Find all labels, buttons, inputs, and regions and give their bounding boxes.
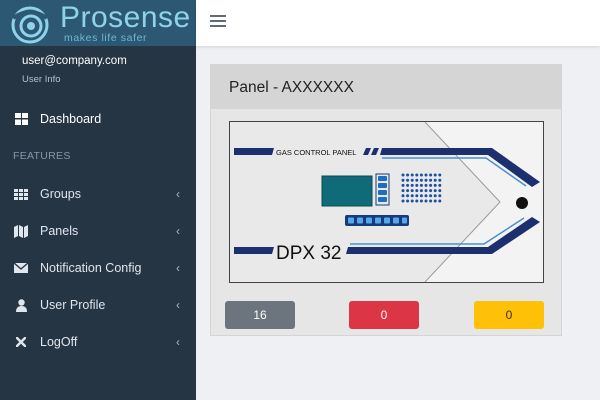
- led-dot: [406, 173, 410, 177]
- count-button-gray[interactable]: 16: [225, 301, 295, 329]
- led-dot: [415, 189, 419, 193]
- led-dot: [410, 189, 414, 193]
- device-header-text: GAS CONTROL PANEL: [276, 148, 356, 157]
- hamburger-icon[interactable]: [210, 14, 226, 28]
- led-dot: [433, 199, 437, 203]
- led-dot: [429, 178, 433, 182]
- features-section-label: FEATURES: [13, 150, 71, 162]
- led-dot: [410, 183, 414, 187]
- sidebar-item-label: User Profile: [40, 298, 106, 312]
- prosense-logo-icon: [11, 6, 49, 44]
- count-button-yellow[interactable]: 0: [474, 301, 544, 329]
- sidebar-item-label: LogOff: [40, 335, 78, 349]
- led-dot: [429, 183, 433, 187]
- led-dot: [429, 173, 433, 177]
- led-dot: [419, 173, 423, 177]
- chevron-left-icon: ‹: [176, 224, 180, 238]
- chevron-left-icon: ‹: [176, 187, 180, 201]
- led-dot: [419, 194, 423, 198]
- led-dot: [438, 173, 442, 177]
- led-dot: [433, 189, 437, 193]
- chevron-left-icon: ‹: [176, 261, 180, 275]
- map-icon: [14, 224, 28, 238]
- chevron-left-icon: ‹: [176, 335, 180, 349]
- led-dot: [433, 178, 437, 182]
- led-dot: [415, 194, 419, 198]
- led-dot: [419, 178, 423, 182]
- user-email: user@company.com: [22, 55, 127, 67]
- panel-card-header: Panel - AXXXXXX: [211, 65, 561, 109]
- sidebar-item-label: Dashboard: [40, 112, 102, 126]
- sidebar-item-label: Groups: [40, 187, 81, 201]
- brand-tagline: makes life safer: [64, 32, 148, 44]
- led-dot: [410, 194, 414, 198]
- sidebar-item-panels[interactable]: Panels ‹: [0, 216, 196, 246]
- led-dot: [438, 183, 442, 187]
- led-dot: [424, 199, 428, 203]
- chevron-left-icon: ‹: [176, 298, 180, 312]
- led-dot: [406, 194, 410, 198]
- sidebar-item-logoff[interactable]: LogOff ‹: [0, 327, 196, 357]
- led-dot: [424, 173, 428, 177]
- led-dot: [438, 189, 442, 193]
- led-dot: [424, 183, 428, 187]
- led-dot: [429, 189, 433, 193]
- grid-icon: [14, 187, 28, 201]
- close-icon: [14, 335, 28, 349]
- brand-header: Prosense makes life safer: [0, 0, 196, 46]
- sidebar-item-label: Notification Config: [40, 261, 142, 275]
- led-dot: [406, 189, 410, 193]
- led-dot: [406, 178, 410, 182]
- led-dot: [401, 178, 405, 182]
- led-dot: [410, 173, 414, 177]
- led-dot: [401, 189, 405, 193]
- led-dot: [415, 199, 419, 203]
- user-info-link[interactable]: User Info: [22, 74, 61, 85]
- sidebar-item-groups[interactable]: Groups ‹: [0, 179, 196, 209]
- panel-title: Panel - AXXXXXX: [229, 79, 354, 96]
- led-dot: [429, 194, 433, 198]
- led-dot: [424, 189, 428, 193]
- panel-card: Panel - AXXXXXX GAS CONTROL PANEL DPX 32: [210, 64, 562, 336]
- led-dot: [410, 199, 414, 203]
- led-dot: [406, 183, 410, 187]
- led-dot: [433, 183, 437, 187]
- led-dot: [415, 183, 419, 187]
- led-dot: [438, 178, 442, 182]
- sidebar-item-label: Panels: [40, 224, 79, 238]
- led-dot: [401, 173, 405, 177]
- gas-control-panel-image[interactable]: GAS CONTROL PANEL DPX 32: [229, 121, 544, 283]
- led-dot: [415, 173, 419, 177]
- top-bar: [196, 0, 600, 46]
- led-dot: [415, 178, 419, 182]
- led-dot: [419, 183, 423, 187]
- led-dot: [438, 194, 442, 198]
- dashboard-icon: [14, 112, 28, 126]
- led-dot: [429, 199, 433, 203]
- sidebar-item-notification-config[interactable]: Notification Config ‹: [0, 253, 196, 283]
- brand-name: Prosense: [60, 1, 191, 34]
- led-dot: [438, 199, 442, 203]
- led-dot: [401, 199, 405, 203]
- led-dot: [401, 183, 405, 187]
- led-dot: [433, 173, 437, 177]
- led-dot: [419, 189, 423, 193]
- led-dot: [410, 178, 414, 182]
- led-dot: [401, 194, 405, 198]
- led-dot: [406, 199, 410, 203]
- sidebar: Prosense makes life safer user@company.c…: [0, 0, 196, 400]
- led-dot: [419, 199, 423, 203]
- count-button-red[interactable]: 0: [349, 301, 419, 329]
- device-model-text: DPX 32: [276, 243, 341, 264]
- led-dot: [433, 194, 437, 198]
- device-illustration: GAS CONTROL PANEL DPX 32: [230, 121, 543, 283]
- user-icon: [14, 298, 28, 312]
- envelope-icon: [14, 261, 28, 275]
- led-dot: [424, 194, 428, 198]
- sidebar-item-user-profile[interactable]: User Profile ‹: [0, 290, 196, 320]
- sidebar-item-dashboard[interactable]: Dashboard: [0, 104, 196, 134]
- led-dot: [424, 178, 428, 182]
